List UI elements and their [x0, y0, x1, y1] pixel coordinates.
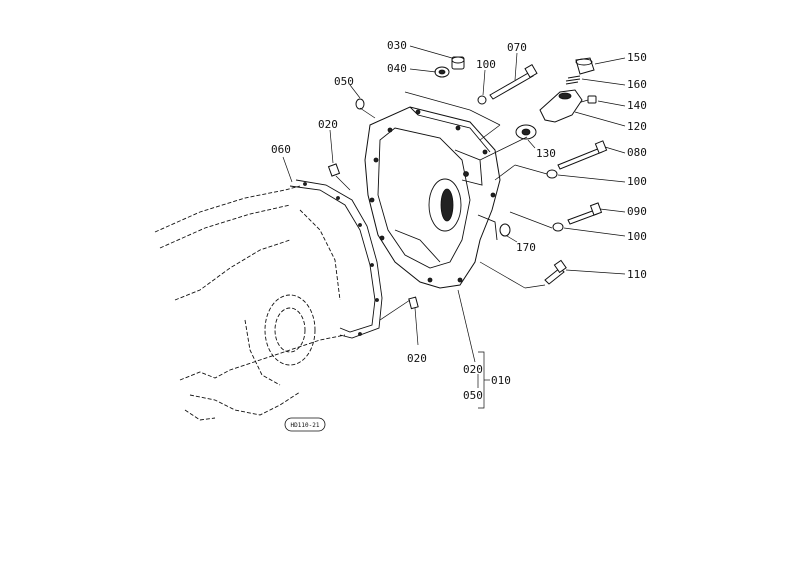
label-140: 140 [627, 99, 647, 112]
part-160-spring [565, 75, 581, 85]
label-170: 170 [516, 241, 536, 254]
label-100-top: 100 [476, 58, 496, 71]
label-110: 110 [627, 268, 647, 281]
part-090-bolt [567, 202, 603, 225]
label-070: 070 [507, 41, 527, 54]
label-050-kit: 050 [463, 389, 483, 402]
figure-code-text: HD110-21 [291, 422, 320, 429]
label-020-bottom: 020 [407, 352, 427, 365]
clutch-housing [364, 106, 501, 289]
part-030-nut [451, 56, 465, 70]
leader-lines [282, 45, 626, 409]
figure-code-badge: HD110-21 [284, 417, 326, 432]
part-100-washer-low [552, 222, 564, 232]
label-050-top: 050 [334, 75, 354, 88]
part-040-washer [434, 66, 450, 78]
gasket-060 [289, 179, 383, 339]
part-080-bolt [557, 140, 608, 170]
label-150: 150 [627, 51, 647, 64]
label-100-low: 100 [627, 230, 647, 243]
label-090: 090 [627, 205, 647, 218]
part-070-bolt [489, 63, 538, 100]
part-170-plug [499, 223, 511, 237]
label-010-kit: 010 [491, 374, 511, 387]
part-110-bolt [544, 259, 567, 285]
label-160: 160 [627, 78, 647, 91]
label-020-kit: 020 [463, 363, 483, 376]
part-020-pin-top [327, 163, 341, 177]
engine-block-outline [154, 185, 346, 421]
label-130: 130 [536, 147, 556, 160]
label-060: 060 [271, 143, 291, 156]
label-030: 030 [387, 39, 407, 52]
part-100-washer-top [477, 95, 487, 105]
part-050-plug [355, 98, 365, 110]
part-120-elbow [539, 89, 583, 123]
label-080: 080 [627, 146, 647, 159]
part-labels: 030 040 050 070 100 150 160 140 120 130 … [271, 39, 647, 402]
label-100-mid: 100 [627, 175, 647, 188]
part-100-washer-mid [546, 169, 558, 179]
part-020-pin-bottom [408, 296, 419, 310]
label-120: 120 [627, 120, 647, 133]
part-150-cap [575, 57, 595, 75]
part-130-bushing [515, 124, 537, 140]
label-040: 040 [387, 62, 407, 75]
label-020-top: 020 [318, 118, 338, 131]
